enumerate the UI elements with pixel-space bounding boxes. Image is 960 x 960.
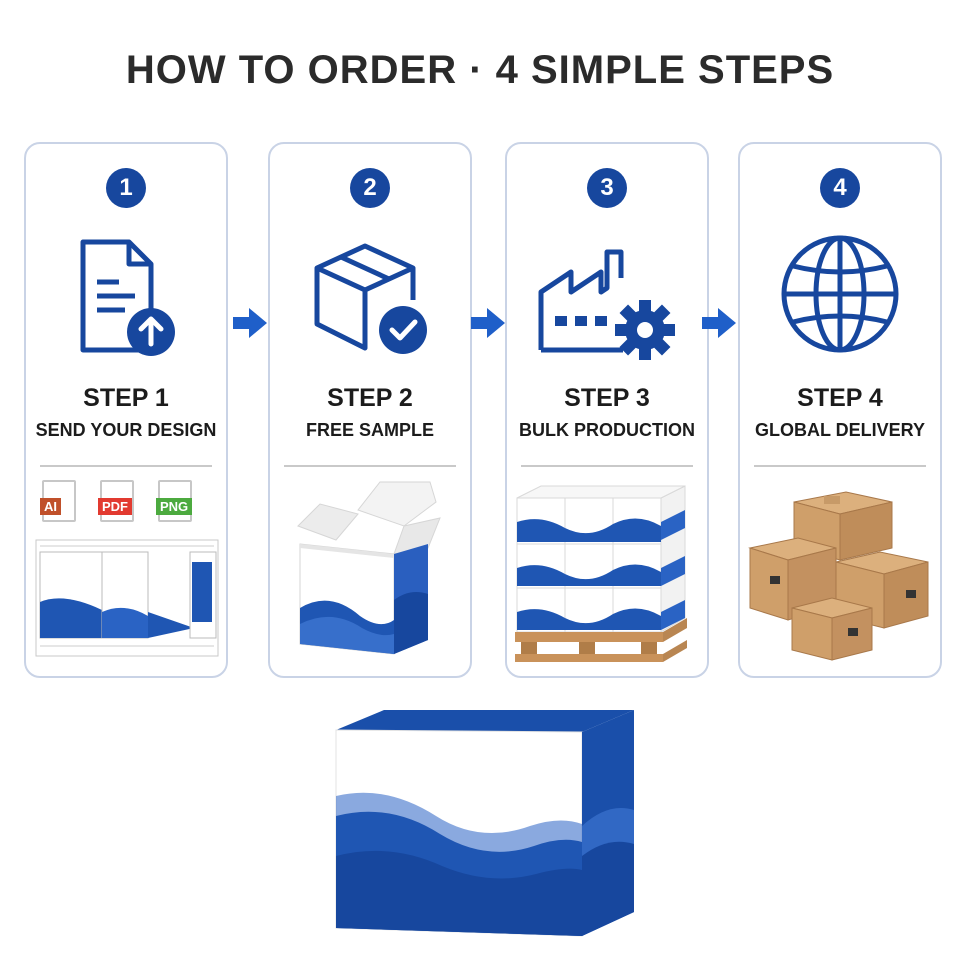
divider — [40, 465, 212, 467]
step-badge: 1 — [106, 168, 146, 208]
step-card-4: 4 STEP 4 GLOBAL DELIVERY — [738, 142, 942, 678]
step-name: FREE SAMPLE — [305, 420, 434, 440]
arrow-right-icon — [702, 308, 736, 338]
step-badge: 3 — [587, 168, 627, 208]
sample-box-illustration — [270, 478, 470, 668]
dieline-template-icon — [35, 539, 219, 657]
step-name: GLOBAL DELIVERY — [754, 420, 925, 440]
ai-file-icon: AI — [40, 480, 76, 522]
file-type-label: PDF — [98, 498, 132, 515]
cardboard-boxes-illustration — [740, 478, 940, 668]
page-title: HOW TO ORDER · 4 SIMPLE STEPS — [125, 48, 835, 92]
pdf-file-icon: PDF — [98, 480, 134, 522]
globe-icon — [740, 232, 940, 372]
step-number: STEP 2 — [327, 384, 413, 412]
step-badge: 4 — [820, 168, 860, 208]
step-number: STEP 3 — [564, 384, 650, 412]
file-type-label: PNG — [156, 498, 193, 515]
step-card-2: 2 STEP 2 FREE SAMPLE — [268, 142, 472, 678]
step-card-3: 3 STEP 3 BULK PRODUCTION — [505, 142, 709, 678]
step-name: SEND YOUR DESIGN — [35, 420, 217, 440]
file-type-label: AI — [40, 498, 61, 515]
divider — [521, 465, 693, 467]
arrow-right-icon — [471, 308, 505, 338]
divider — [284, 465, 456, 467]
png-file-icon: PNG — [156, 480, 193, 522]
divider — [754, 465, 926, 467]
arrow-right-icon — [233, 308, 267, 338]
step-card-1: 1 STEP 1 SEND YOUR DESIGN AI PDF PNG — [24, 142, 228, 678]
pallet-boxes-illustration — [507, 478, 707, 668]
step-number: STEP 1 — [83, 384, 169, 412]
product-box-illustration — [330, 706, 640, 942]
step-name: BULK PRODUCTION — [519, 420, 695, 440]
step-badge: 2 — [350, 168, 390, 208]
factory-gear-icon — [507, 232, 707, 372]
box-check-icon — [270, 232, 470, 372]
document-upload-icon — [26, 232, 226, 372]
step-number: STEP 4 — [797, 384, 883, 412]
design-files-illustration: AI PDF PNG — [26, 478, 226, 668]
